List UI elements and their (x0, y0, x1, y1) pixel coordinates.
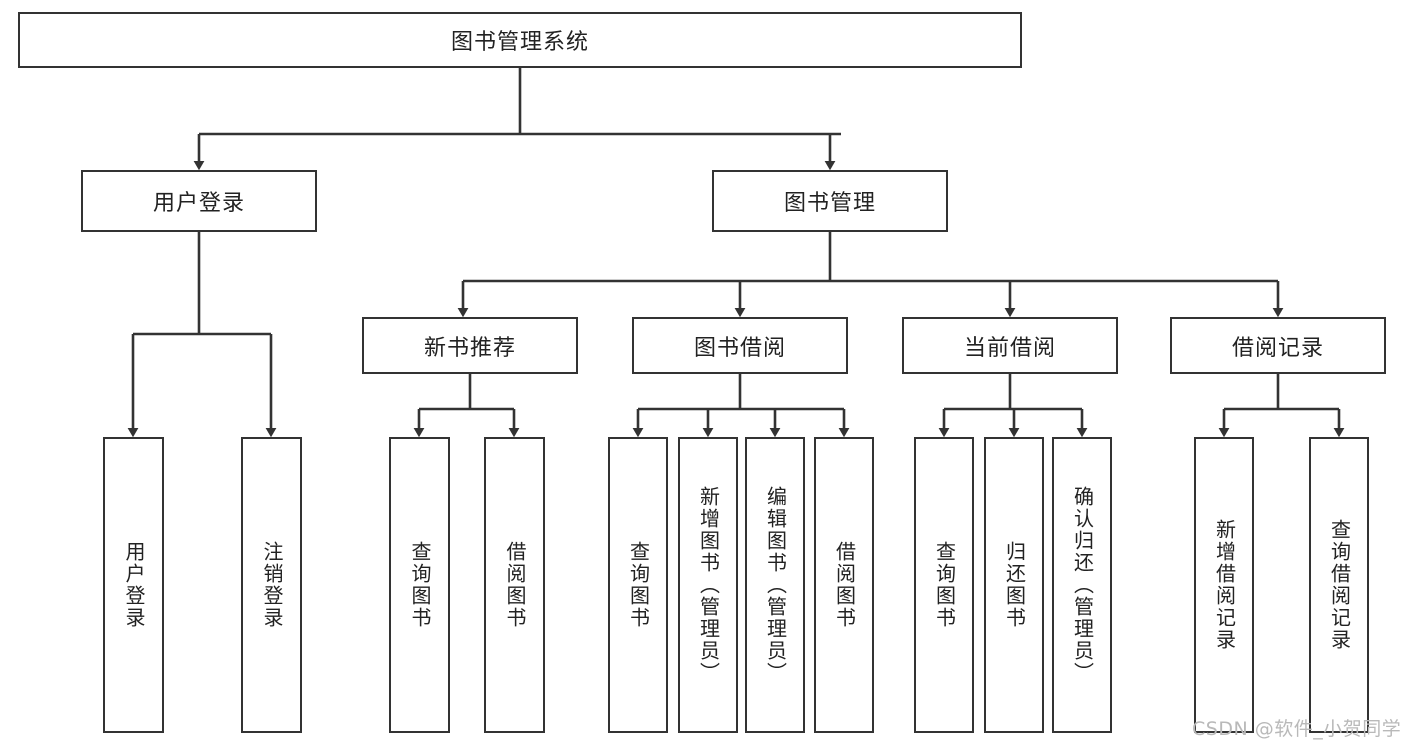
node-new-book-recommend-label: 新书推荐 (423, 335, 516, 361)
node-leaf-query-book-1[interactable]: 查询图书 (389, 437, 450, 733)
node-leaf-return-book[interactable]: 归还图书 (984, 437, 1044, 733)
node-leaf-borrow-book-1-label: 借阅图书 (503, 541, 527, 629)
node-leaf-edit-book[interactable]: 编辑图书（管理员） (745, 437, 805, 733)
edges-root-to-level2 (193, 68, 841, 171)
node-book-management[interactable]: 图书管理 (712, 170, 948, 232)
node-leaf-add-book-label: 新增图书（管理员） (696, 486, 721, 684)
node-leaf-query-record[interactable]: 查询借阅记录 (1309, 437, 1369, 733)
node-user-login-label: 用户登录 (152, 191, 245, 216)
edges-current-borrow-to-leaves (938, 374, 1088, 438)
edges-book-management-to-level3 (457, 232, 1284, 318)
node-leaf-edit-book-label: 编辑图书（管理员） (763, 486, 788, 684)
node-borrow-records-label: 借阅记录 (1231, 335, 1324, 361)
node-book-borrow[interactable]: 图书借阅 (632, 317, 848, 374)
node-root-label: 图书管理系统 (450, 30, 589, 55)
node-leaf-query-book-3[interactable]: 查询图书 (914, 437, 974, 733)
edges-book-borrow-to-leaves (632, 374, 850, 438)
node-leaf-user-logout[interactable]: 注销登录 (241, 437, 302, 733)
node-user-login[interactable]: 用户登录 (81, 170, 317, 232)
node-leaf-query-book-3-label: 查询图书 (932, 541, 957, 629)
node-leaf-query-book-2[interactable]: 查询图书 (608, 437, 668, 733)
edges-new-book-recommend-to-leaves (413, 374, 520, 438)
csdn-watermark: CSDN @软件_小贺同学 (1192, 718, 1402, 740)
node-current-borrow[interactable]: 当前借阅 (902, 317, 1118, 374)
node-leaf-confirm-return-label: 确认归还（管理员） (1070, 486, 1095, 684)
node-leaf-add-book[interactable]: 新增图书（管理员） (678, 437, 738, 733)
node-leaf-borrow-book-1[interactable]: 借阅图书 (484, 437, 545, 733)
node-leaf-add-record[interactable]: 新增借阅记录 (1194, 437, 1254, 733)
node-borrow-records[interactable]: 借阅记录 (1170, 317, 1386, 374)
node-leaf-confirm-return[interactable]: 确认归还（管理员） (1052, 437, 1112, 733)
node-leaf-add-record-label: 新增借阅记录 (1212, 519, 1237, 651)
node-leaf-borrow-book-2-label: 借阅图书 (832, 541, 857, 629)
node-root[interactable]: 图书管理系统 (18, 12, 1022, 68)
node-new-book-recommend[interactable]: 新书推荐 (362, 317, 578, 374)
node-leaf-user-login[interactable]: 用户登录 (103, 437, 164, 733)
edges-borrow-records-to-leaves (1218, 374, 1345, 438)
node-leaf-return-book-label: 归还图书 (1002, 541, 1027, 629)
node-leaf-user-login-label: 用户登录 (122, 541, 146, 629)
node-book-borrow-label: 图书借阅 (693, 335, 786, 361)
node-current-borrow-label: 当前借阅 (963, 335, 1056, 361)
edges-user-login-to-leaves (127, 232, 277, 438)
node-leaf-query-record-label: 查询借阅记录 (1327, 519, 1352, 651)
node-leaf-user-logout-label: 注销登录 (260, 541, 284, 629)
node-leaf-query-book-2-label: 查询图书 (626, 541, 651, 629)
node-book-management-label: 图书管理 (783, 191, 876, 216)
node-leaf-borrow-book-2[interactable]: 借阅图书 (814, 437, 874, 733)
node-leaf-query-book-1-label: 查询图书 (408, 541, 432, 629)
